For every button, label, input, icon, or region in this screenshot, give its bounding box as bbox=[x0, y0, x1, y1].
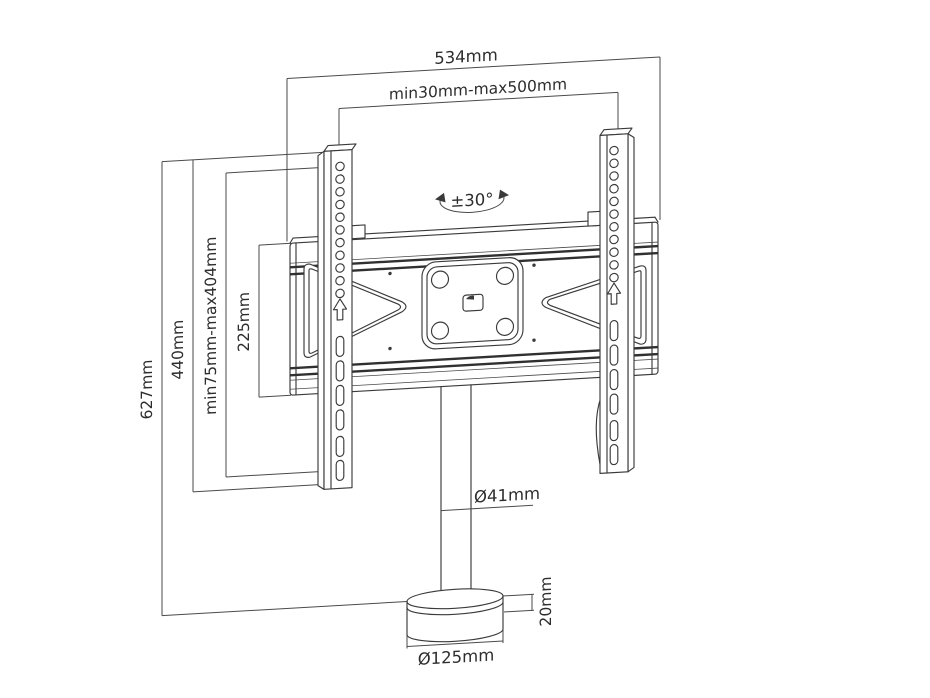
extension-line bbox=[504, 609, 534, 613]
dimension-bracket-spacing bbox=[338, 91, 619, 149]
bracket-spacing-label: min30mm-max500mm bbox=[389, 75, 567, 103]
hook-tab-left bbox=[351, 224, 366, 240]
pole-diameter-label: Ø41mm bbox=[474, 484, 540, 507]
vesa-hole bbox=[430, 270, 450, 289]
vesa-hole bbox=[430, 321, 450, 340]
plate-screw-dot bbox=[388, 271, 392, 276]
gusset-right-inner bbox=[546, 270, 642, 339]
up-arrow-icon bbox=[332, 298, 348, 321]
right-rail-holes bbox=[609, 145, 619, 283]
dim-line bbox=[407, 640, 503, 648]
gusset-left-inner bbox=[308, 268, 402, 354]
vesa-plate bbox=[421, 257, 524, 350]
leader-line bbox=[441, 504, 533, 512]
right-rail-side-flange bbox=[627, 133, 635, 473]
logo-flap bbox=[466, 295, 474, 300]
plate-screw-dot bbox=[532, 263, 536, 267]
base-fill bbox=[407, 588, 503, 642]
dim-line bbox=[339, 91, 618, 109]
up-arrow-icon bbox=[606, 282, 622, 305]
round-base bbox=[406, 588, 504, 643]
dimension-overall-width bbox=[286, 56, 661, 242]
dimension-plate-height bbox=[258, 242, 291, 398]
logo-box bbox=[462, 293, 484, 312]
dimension-base-thickness bbox=[504, 594, 534, 613]
left-rail-slots bbox=[335, 335, 345, 481]
logo-mark bbox=[462, 293, 484, 312]
base-thickness-label: 20mm bbox=[537, 576, 555, 627]
rotation-arrow bbox=[435, 189, 509, 213]
extension-line bbox=[259, 394, 291, 398]
vesa-plate-outer bbox=[421, 257, 524, 350]
vesa-plate-inner bbox=[426, 262, 519, 345]
left-bracket-rail bbox=[317, 143, 357, 490]
plate-screw-dot bbox=[532, 338, 536, 342]
plate-screw-dot bbox=[388, 346, 392, 351]
dimension-base-diameter bbox=[406, 629, 504, 649]
plate-height-label: 225mm bbox=[235, 292, 253, 353]
bracket-height-label: 440mm bbox=[169, 319, 187, 380]
right-rail-slots bbox=[609, 320, 619, 466]
total-height-label: 627mm bbox=[138, 359, 156, 420]
rotation-label: ±30° bbox=[450, 190, 493, 211]
overall-width-label: 534mm bbox=[434, 45, 498, 68]
left-rail-holes bbox=[335, 161, 345, 299]
rotation-arrowhead-right bbox=[498, 189, 509, 200]
rotation-arrowhead-left bbox=[435, 192, 446, 203]
vesa-range-label: min75mm-max404mm bbox=[202, 236, 220, 415]
vesa-hole bbox=[495, 317, 515, 336]
dimension-pole-diameter bbox=[441, 504, 533, 512]
perspective-group: 534mm min30mm-max500mm ±30° 627mm 440mm bbox=[138, 45, 661, 669]
extension-line bbox=[162, 151, 325, 163]
extension-line bbox=[259, 242, 291, 246]
rotation-arc bbox=[439, 191, 505, 213]
dim-line bbox=[287, 56, 660, 79]
support-pole bbox=[440, 384, 472, 594]
right-bracket-rail bbox=[595, 127, 635, 474]
base-diameter-label: Ø125mm bbox=[418, 646, 495, 669]
base-rim-underside bbox=[406, 601, 504, 616]
base-bottom-edge bbox=[406, 628, 504, 643]
left-rail-side-flange bbox=[317, 150, 325, 490]
vesa-hole bbox=[495, 266, 515, 285]
